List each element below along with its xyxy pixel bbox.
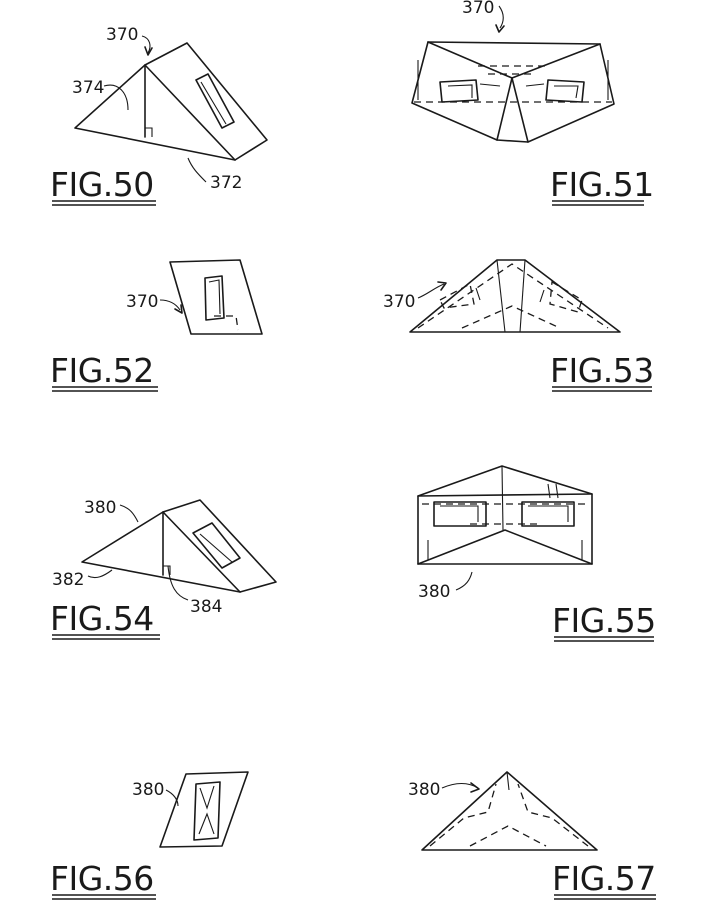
fig-50: 370 374 372 FIG.50 [50, 25, 268, 206]
fig-52-panel [169, 259, 263, 335]
fig-54-ref-380: 380 [84, 498, 116, 518]
fig-56: 380 FIG.56 [50, 771, 249, 900]
fig-54: 380 382 384 FIG.54 [50, 498, 277, 640]
fig-53-arrowhead-370 [437, 281, 447, 291]
fig-54-label: FIG.54 [50, 599, 154, 638]
fig-56-leader-380 [165, 789, 179, 807]
fig-57: 380 FIG.57 [408, 771, 656, 900]
fig-57-label: FIG.57 [552, 859, 656, 898]
fig-54-ref-382: 382 [52, 570, 84, 590]
fig-50-label: FIG.50 [50, 165, 154, 204]
fig-55-leader-380 [455, 571, 473, 591]
fig-54-leader-382 [87, 569, 113, 579]
fig-50-prism [74, 42, 268, 161]
fig-52-arrowhead-370 [174, 304, 183, 314]
fig-51-arrowhead-370 [495, 24, 505, 33]
fig-55-label: FIG.55 [552, 601, 656, 640]
fig-50-leader-370 [141, 35, 151, 54]
fig-57-arrowhead-380 [470, 782, 480, 793]
fig-52-leader-370 [159, 299, 181, 311]
fig-51-label: FIG.51 [550, 165, 654, 204]
fig-50-ref-374: 374 [72, 78, 104, 98]
fig-53-label: FIG.53 [550, 351, 654, 390]
fig-55-ref-380: 380 [418, 582, 450, 602]
fig-57-ref-380: 380 [408, 780, 440, 800]
fig-55-prism [417, 465, 593, 565]
fig-54-leader-384 [167, 565, 189, 601]
fig-52-label: FIG.52 [50, 351, 154, 390]
fig-54-prism [81, 499, 277, 593]
fig-51-leader-370 [498, 5, 504, 29]
fig-53-ref-370: 370 [383, 292, 415, 312]
fig-53: 370 FIG.53 [383, 259, 654, 392]
fig-53-triangle [409, 259, 621, 333]
fig-50-leader-374 [103, 84, 129, 111]
fig-51: 370 FIG.51 [411, 0, 654, 206]
fig-57-triangle [421, 771, 598, 851]
fig-54-ref-384: 384 [190, 597, 222, 617]
fig-50-ref-372: 372 [210, 173, 242, 193]
fig-56-label: FIG.56 [50, 859, 154, 898]
fig-54-leader-380 [119, 504, 139, 523]
fig-53-leader-370 [417, 283, 445, 299]
fig-50-arrowhead-370 [144, 46, 153, 56]
fig-52-ref-370: 370 [126, 292, 158, 312]
fig-50-leader-372 [187, 157, 207, 183]
fig-51-prism [411, 41, 615, 143]
fig-50-ref-370: 370 [106, 25, 138, 45]
fig-56-ref-380: 380 [132, 780, 164, 800]
fig-55: 380 FIG.55 [417, 465, 656, 642]
fig-51-ref-370: 370 [462, 0, 494, 18]
fig-52: 370 FIG.52 [50, 259, 263, 392]
fig-56-panel [159, 771, 249, 848]
